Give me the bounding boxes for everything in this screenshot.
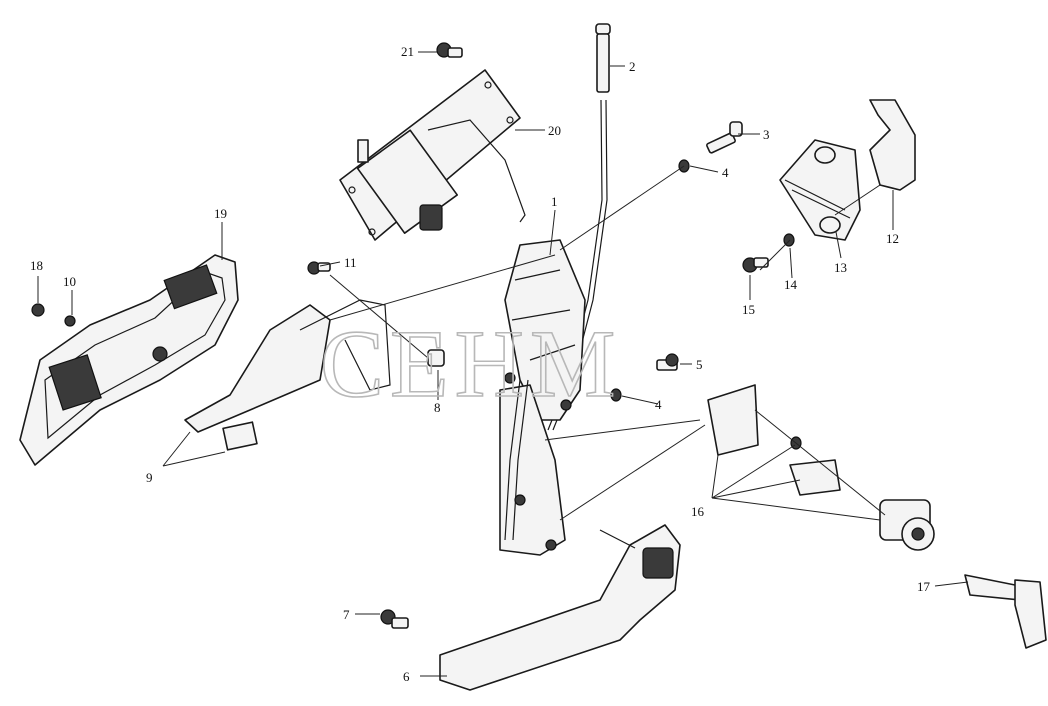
callout-16: 16 — [691, 504, 705, 519]
callout-7: 7 — [343, 607, 350, 622]
part-nut-18 — [31, 303, 45, 317]
part-lock-cylinder-set — [707, 384, 935, 551]
callout-20: 20 — [548, 123, 561, 138]
callout-9: 9 — [146, 470, 153, 485]
callout-15: 15 — [742, 302, 755, 317]
assembly-guide-lines — [329, 165, 886, 521]
part-bolt-15 — [742, 257, 769, 273]
callout-2: 2 — [629, 59, 636, 74]
callout-18: 18 — [30, 258, 43, 273]
callout-21: 21 — [401, 44, 414, 59]
part-door-striker — [779, 139, 861, 241]
watermark-text: CEHM — [320, 310, 621, 417]
callout-17: 17 — [917, 579, 931, 594]
callout-13: 13 — [834, 260, 847, 275]
callout-14: 14 — [784, 277, 798, 292]
part-inner-handle-bezel — [19, 254, 239, 466]
callout-12: 12 — [886, 231, 899, 246]
part-outer-handle — [439, 524, 681, 691]
callout-8: 8 — [434, 400, 441, 415]
callout-10: 10 — [63, 274, 76, 289]
part-bolt-7 — [380, 609, 409, 629]
callout-4-upper: 4 — [722, 165, 729, 180]
callout-1: 1 — [551, 194, 558, 209]
callout-11: 11 — [344, 255, 357, 270]
part-screw-3 — [706, 121, 743, 154]
part-bolt-21 — [436, 42, 463, 58]
part-inner-handle-lever — [184, 299, 391, 451]
part-latch-assembly — [499, 239, 586, 556]
part-key — [964, 574, 1047, 649]
callout-leaders — [37, 51, 969, 677]
callout-19: 19 — [214, 206, 227, 221]
callout-labels: 1 2 3 4 4 5 6 7 8 9 10 11 12 13 14 15 16… — [30, 44, 931, 684]
part-screw-10 — [64, 315, 76, 327]
part-bolt-5 — [656, 353, 679, 371]
part-screw-11 — [307, 261, 331, 275]
part-lock-actuator-plate — [339, 69, 526, 241]
callout-5: 5 — [696, 357, 703, 372]
callout-3: 3 — [763, 127, 770, 142]
part-washer-4-lower — [610, 388, 622, 402]
part-striker-shim — [869, 99, 916, 191]
callout-6: 6 — [403, 669, 410, 684]
callout-4-lower: 4 — [655, 397, 662, 412]
